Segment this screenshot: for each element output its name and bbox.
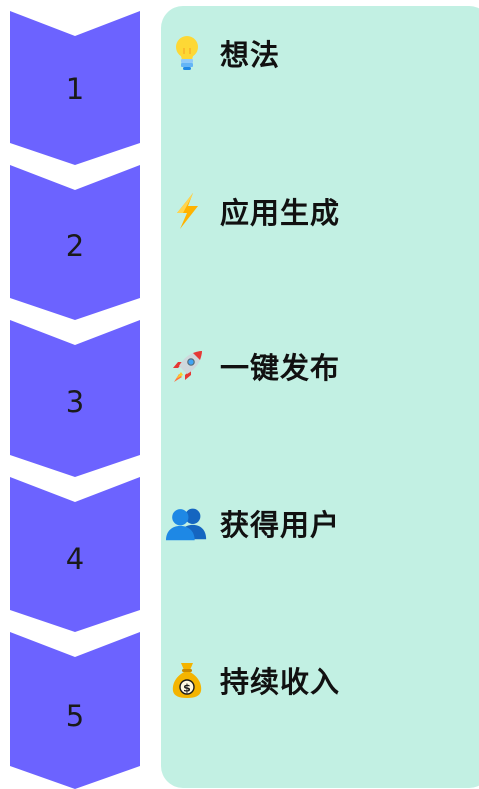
lightbulb-icon [165, 33, 209, 73]
money-bag-icon: $ [165, 660, 209, 700]
rocket-icon [165, 346, 209, 386]
step-label: 应用生成 [220, 196, 341, 230]
lightning-icon [165, 191, 209, 231]
step-chevrons: 1 2 3 4 5 [10, 11, 140, 789]
chevron-step-5: 5 [10, 632, 140, 789]
step-item-continuous-income: $ 持续收入 [165, 660, 340, 700]
step-item-app-generation: 应用生成 [165, 191, 340, 231]
step-label: 想法 [220, 38, 281, 72]
step-label: 持续收入 [220, 665, 341, 699]
step-number: 1 [66, 72, 84, 106]
steps-panel [161, 6, 479, 788]
users-icon [165, 503, 209, 543]
chevron-step-3: 3 [10, 320, 140, 477]
step-item-one-click-publish: 一键发布 [165, 346, 340, 386]
chevron-step-2: 2 [10, 165, 140, 320]
step-item-get-users: 获得用户 [165, 503, 340, 543]
step-number: 5 [66, 699, 84, 733]
chevron-step-4: 4 [10, 477, 140, 632]
step-label: 获得用户 [220, 508, 341, 542]
step-number: 4 [66, 542, 84, 576]
step-number: 2 [66, 229, 84, 263]
step-item-idea: 想法 [165, 33, 280, 73]
svg-text:$: $ [183, 682, 191, 695]
chevron-step-1: 1 [10, 11, 140, 165]
step-label: 一键发布 [220, 351, 341, 385]
step-number: 3 [66, 385, 84, 419]
